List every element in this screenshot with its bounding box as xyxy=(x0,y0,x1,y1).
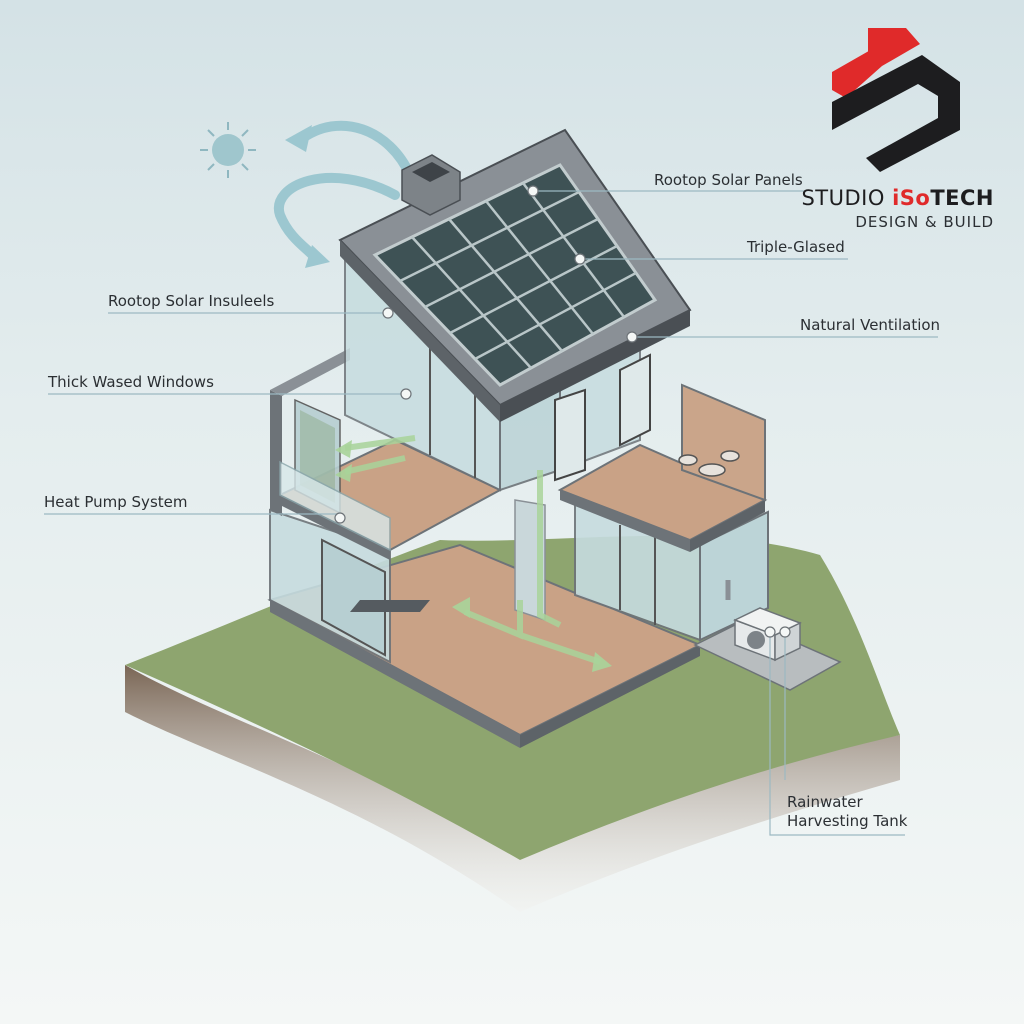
interior-airflow-arrows xyxy=(344,435,601,665)
glass-railing xyxy=(279,460,391,552)
brand-name-iso: iSo xyxy=(892,186,931,210)
airflow-arrow-heads xyxy=(285,125,330,268)
brand-name-studio: STUDIO xyxy=(801,186,893,210)
callout-natural-ventilation: Natural Ventilation xyxy=(800,316,941,334)
callout-thick-wased-windows: Thick Wased Windows xyxy=(48,373,214,391)
callout-heat-pump-system: Heat Pump System xyxy=(44,493,188,511)
solar-grid-line xyxy=(424,217,599,309)
callout-markers xyxy=(334,185,791,638)
brand-wordmark: STUDIO iSoTECH DESIGN & BUILD xyxy=(798,186,994,231)
terrace-furniture xyxy=(678,450,740,477)
brand-logo-icon xyxy=(832,28,960,172)
callout-rooftop-solar-panels: Rootop Solar Panels xyxy=(654,171,803,189)
callout-leaders xyxy=(44,190,938,836)
solar-grid-line xyxy=(522,182,625,318)
callout-triple-glased: Triple-Glased xyxy=(747,238,845,256)
solar-grid-line xyxy=(411,236,532,369)
solar-grid-line xyxy=(448,218,563,352)
airflow-arrow-icon xyxy=(273,120,415,263)
callout-rainwater-harvesting-tank: Rainwater Harvesting Tank xyxy=(787,793,908,830)
solar-panel-array xyxy=(372,163,658,387)
callout-rooftop-solar-insuleels: Rootop Solar Insuleels xyxy=(108,292,275,310)
upper-floor-left-wall xyxy=(270,390,282,516)
sun-icon xyxy=(200,122,256,178)
solar-grid-line xyxy=(474,271,637,361)
solar-grid-line xyxy=(449,244,618,335)
solar-grid-line xyxy=(399,190,580,283)
solar-grid-line xyxy=(485,200,594,335)
brand-tagline: DESIGN & BUILD xyxy=(855,213,994,231)
interior-airflow-heads xyxy=(335,440,612,672)
brand-name-tech: TECH xyxy=(930,186,994,210)
brand-name: STUDIO iSoTECH xyxy=(798,186,994,210)
